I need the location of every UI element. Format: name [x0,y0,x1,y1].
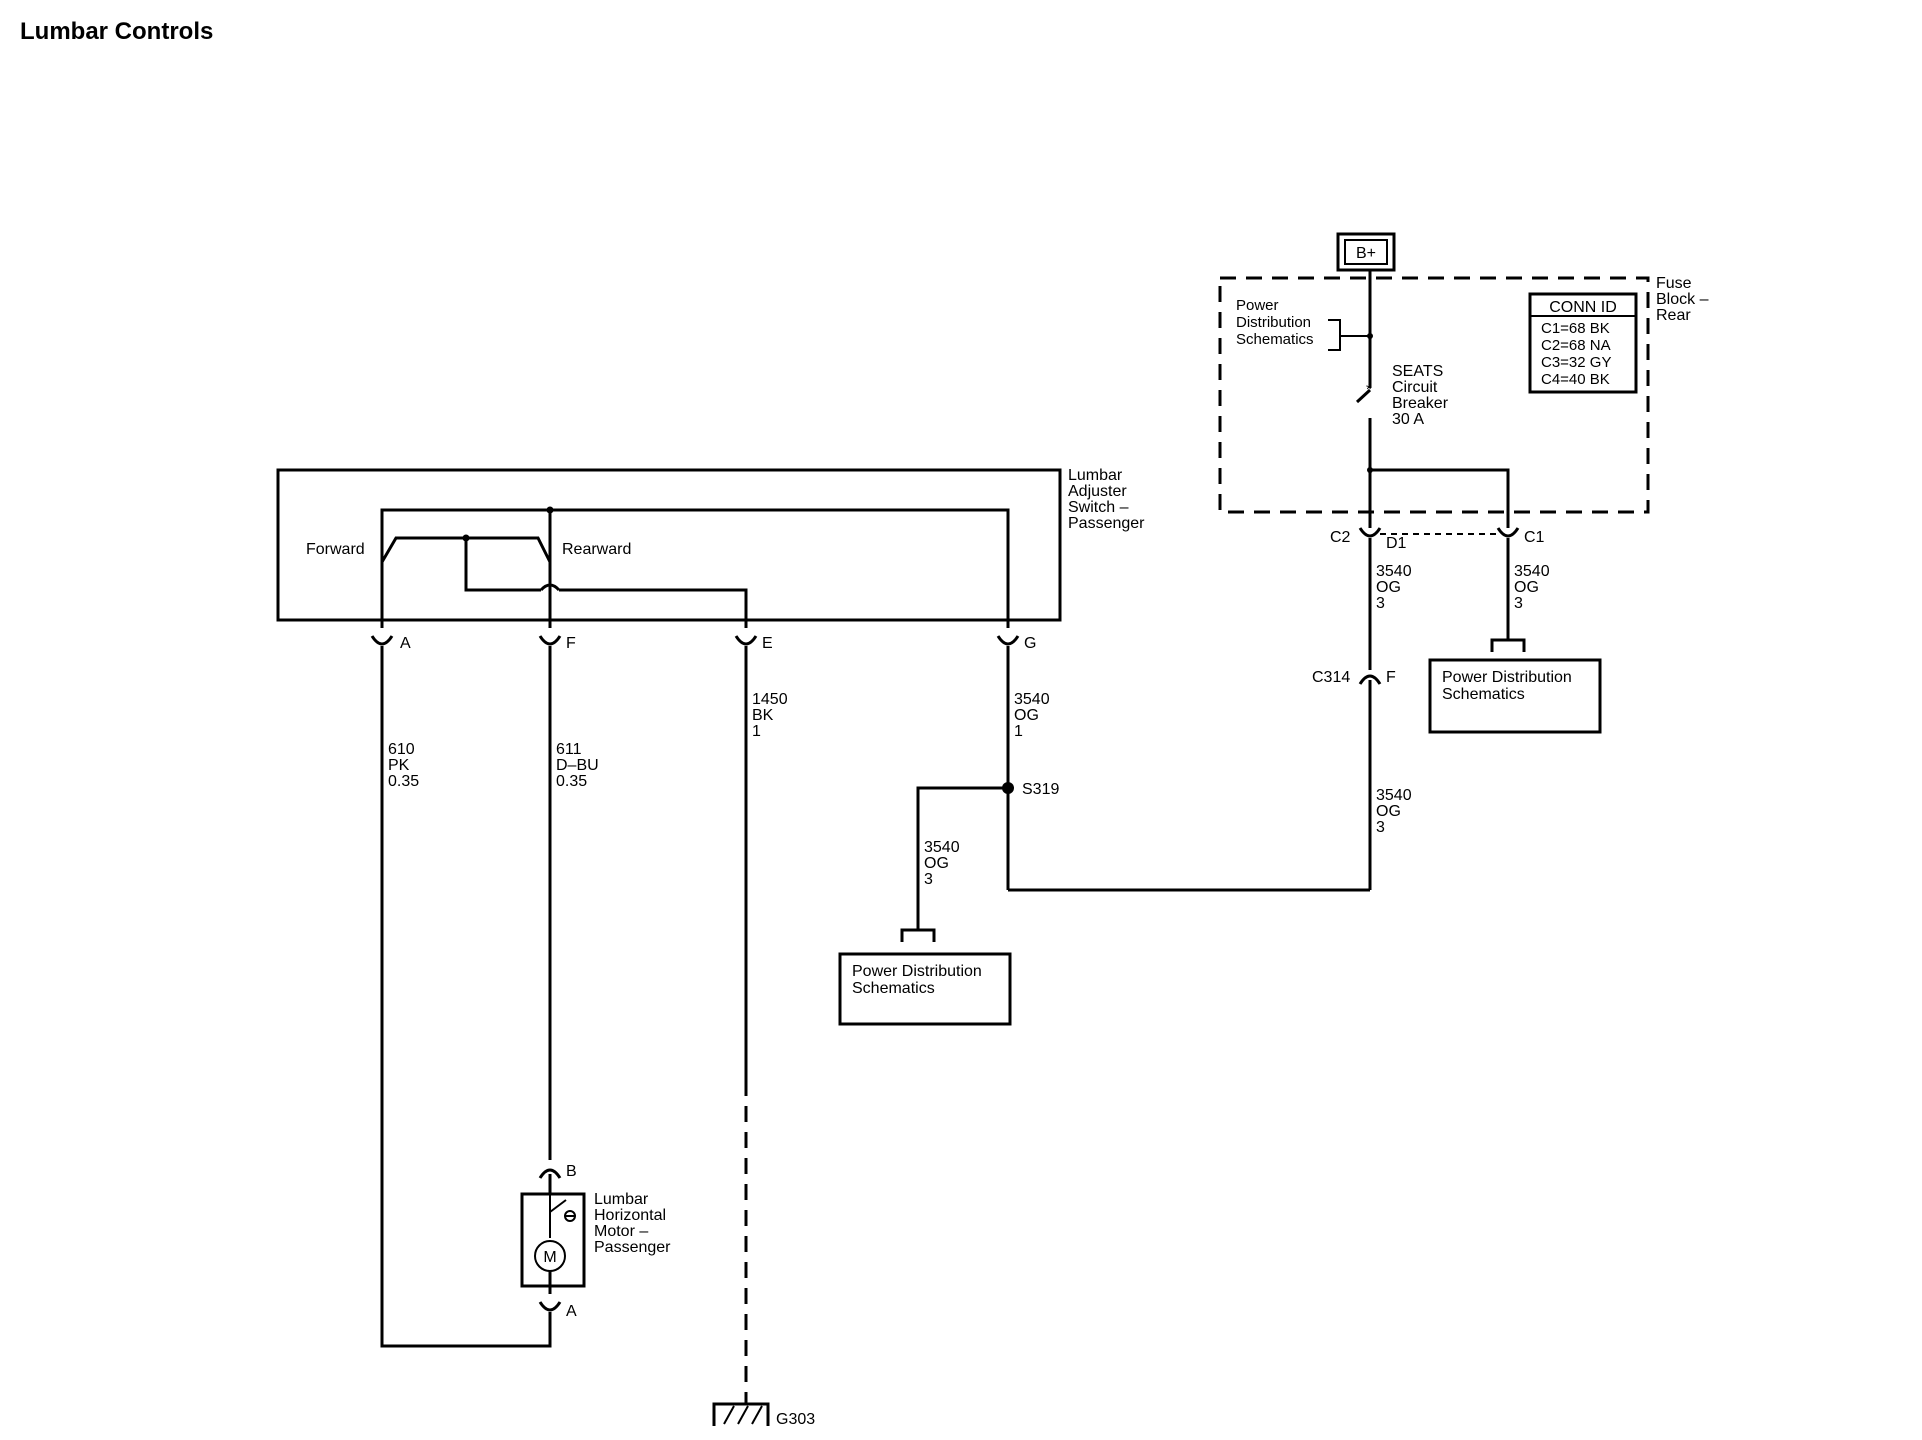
lumbar-adjuster-switch: Lumbar Adjuster Switch – Passenger Forwa… [276,467,1145,628]
svg-text:F: F [566,635,576,652]
svg-text:D1: D1 [1386,535,1407,552]
svg-text:C1=68 BK C2=68 NA: C1=68 BK C2=68 NA C3=32 GY C4=40 BK [1541,320,1615,388]
svg-text:*: * [1366,381,1372,398]
conn-id-table: CONN ID C1=68 BK C2=68 NA C3=32 GY C4=40… [1528,292,1638,394]
svg-text:B+: B+ [1356,245,1376,262]
svg-text:A: A [566,1303,577,1320]
switch-pin-a: A [370,635,411,652]
svg-text:A: A [400,635,411,652]
connector-c314: C314 F [1312,669,1396,890]
fuse-block-label: Fuse Block – Rear [1656,275,1713,324]
wire-3540-d1-label: 3540 OG 3 [1376,563,1416,612]
forward-label: Forward [306,541,365,558]
svg-text:G: G [1024,635,1036,652]
wire-611-label: 611 D–BU 0.35 [556,741,603,790]
svg-text:Power Distribution Schem: Power Distribution Schematics [852,963,986,997]
switch-pin-e: E [734,635,773,652]
svg-text:C2: C2 [1330,529,1351,546]
power-distribution-box-right: Power Distribution Schematics [1428,658,1602,734]
fuse-block-connector-c2-d1: C2 D1 [1330,527,1500,552]
svg-text:C1: C1 [1524,529,1545,546]
svg-text:C314: C314 [1312,669,1350,686]
svg-text:E: E [762,635,773,652]
rearward-label: Rearward [562,541,631,558]
svg-text:S319: S319 [1022,781,1059,798]
svg-text:B: B [566,1163,577,1180]
svg-text:G303: G303 [776,1411,815,1428]
lumbar-horizontal-motor: B M A Lumbar Horizontal Motor – Passenge… [520,1163,671,1330]
svg-text:F: F [1386,669,1396,686]
splice-s319: S319 [1002,781,1059,798]
page-title: Lumbar Controls [20,18,214,45]
power-dist-reference-label: Power Distribution Schematics [1236,297,1315,348]
power-distribution-box-left: Power Distribution Schematics [838,952,1012,1026]
switch-pin-g: G [996,635,1036,652]
wire-1450-label: 1450 BK 1 [752,691,792,740]
wire-3540-s319-label: 3540 OG 3 [924,839,964,888]
motor-label: Lumbar Horizontal Motor – Passenger [594,1191,671,1256]
switch-pin-f: F [538,635,576,652]
switch-label: Lumbar Adjuster Switch – Passenger [1068,467,1145,532]
fuse-block-connector-c1: C1 [1496,527,1545,546]
svg-text:Power Distribution Schem: Power Distribution Schematics [1442,669,1576,703]
wire-610-label: 610 PK 0.35 [388,741,419,790]
svg-text:M: M [543,1249,556,1266]
fuse-block-rear: Fuse Block – Rear Power Distribution Sch… [1218,270,1713,528]
wire-3540-c1-label: 3540 OG 3 [1514,563,1554,612]
wire-3540-g-label: 3540 OG 1 [1014,691,1054,740]
svg-text:CONN ID: CONN ID [1549,299,1617,316]
circuit-breaker: * [1355,381,1372,470]
ground-g303: G303 [712,1400,815,1428]
wire-3540-c314-label: 3540 OG 3 [1376,787,1416,836]
breaker-label: SEATS Circuit Breaker 30 A [1392,363,1452,428]
battery-terminal: B+ [1336,232,1396,272]
